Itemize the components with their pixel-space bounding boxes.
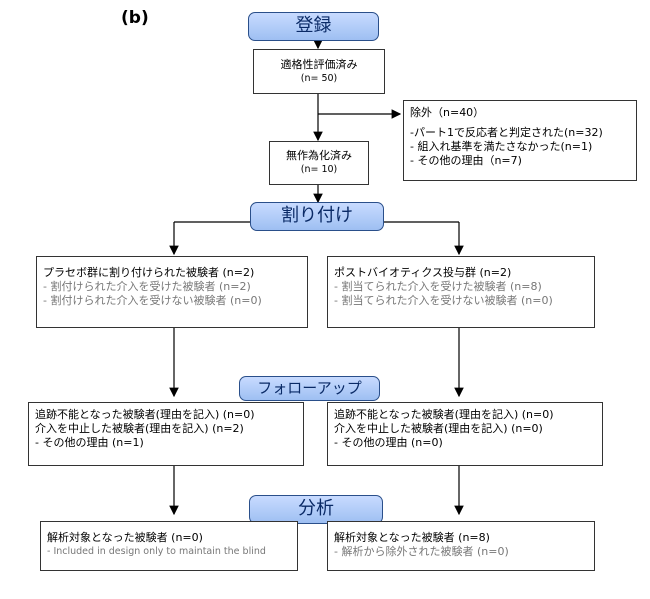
randomized-box: 無作為化済み (n= 10) — [269, 141, 369, 185]
left-allocation-item: - 割付けられた介入を受けない被験者 (n=0) — [43, 294, 262, 307]
stage-followup: フォローアップ — [239, 376, 380, 401]
right-allocation-title: ポストバイオティクス投与群 (n=2) — [334, 266, 512, 279]
excluded-item: -パート1で反応者と判定された(n=32) — [410, 126, 603, 139]
left-followup-box: 追跡不能となった被験者(理由を記入) (n=0) 介入を中止した被験者(理由を記… — [28, 402, 304, 466]
assessed-count: (n= 50) — [300, 73, 338, 84]
panel-label: (b) — [121, 8, 149, 28]
left-followup-line: 追跡不能となった被験者(理由を記入) (n=0) — [35, 408, 255, 421]
assessed-title: 適格性評価済み — [280, 58, 358, 71]
excluded-item: - 組入れ基準を満たさなかった(n=1) — [410, 140, 593, 153]
right-followup-line: 介入を中止した被験者(理由を記入) (n=0) — [334, 422, 543, 435]
right-allocation-item: - 割当てられた介入を受けた被験者 (n=8) — [334, 280, 542, 293]
left-analysis-item: - Included in design only to maintain th… — [47, 546, 266, 557]
left-allocation-item: - 割付けられた介入を受けた被験者 (n=2) — [43, 280, 251, 293]
randomized-count: (n= 10) — [300, 164, 338, 175]
excluded-box: 除外（n=40） -パート1で反応者と判定された(n=32) - 組入れ基準を満… — [403, 100, 637, 181]
assessed-box: 適格性評価済み (n= 50) — [253, 49, 385, 94]
right-analysis-box: 解析対象となった被験者 (n=8) - 解析から除外された被験者 (n=0) — [327, 521, 595, 571]
stage-allocation: 割り付け — [250, 202, 384, 231]
right-followup-line: 追跡不能となった被験者(理由を記入) (n=0) — [334, 408, 554, 421]
left-followup-line: 介入を中止した被験者(理由を記入) (n=2) — [35, 422, 244, 435]
right-analysis-item: - 解析から除外された被験者 (n=0) — [334, 545, 509, 558]
left-followup-item: - その他の理由 (n=1) — [35, 436, 144, 449]
right-analysis-title: 解析対象となった被験者 (n=8) — [334, 531, 490, 544]
stage-analysis: 分析 — [249, 495, 383, 524]
randomized-title: 無作為化済み — [286, 149, 352, 162]
right-followup-item: - その他の理由 (n=0) — [334, 436, 443, 449]
left-allocation-box: プラセボ群に割り付けられた被験者 (n=2) - 割付けられた介入を受けた被験者… — [36, 256, 308, 328]
right-allocation-item: - 割当てられた介入を受けない被験者 (n=0) — [334, 294, 553, 307]
right-allocation-box: ポストバイオティクス投与群 (n=2) - 割当てられた介入を受けた被験者 (n… — [327, 256, 595, 328]
excluded-title: 除外（n=40） — [410, 106, 485, 119]
left-analysis-title: 解析対象となった被験者 (n=0) — [47, 531, 203, 544]
left-allocation-title: プラセボ群に割り付けられた被験者 (n=2) — [43, 266, 255, 279]
excluded-item: - その他の理由（n=7) — [410, 154, 522, 167]
stage-enrollment: 登録 — [248, 12, 379, 41]
right-followup-box: 追跡不能となった被験者(理由を記入) (n=0) 介入を中止した被験者(理由を記… — [327, 402, 603, 466]
left-analysis-box: 解析対象となった被験者 (n=0) - Included in design o… — [40, 521, 298, 571]
